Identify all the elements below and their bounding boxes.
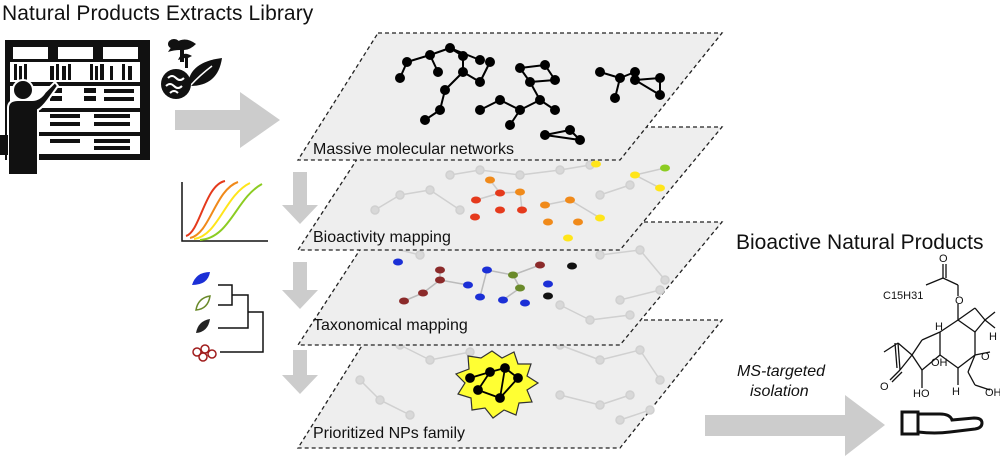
ho-label: HO xyxy=(913,388,930,400)
dose-response-curve-icon xyxy=(181,180,268,242)
highlighted-network xyxy=(465,363,523,403)
highlight-star xyxy=(454,350,540,419)
bioactive-title: Bioactive Natural Products xyxy=(736,231,984,254)
layer-label-prioritized: Prioritized NPs family xyxy=(313,425,466,442)
molecule-structure-icon xyxy=(883,264,996,391)
arrow-right-bottom xyxy=(705,395,885,456)
bacteria-icon xyxy=(161,69,191,99)
h-label: H xyxy=(935,321,943,333)
arrow-down-2 xyxy=(282,262,318,309)
ms-targeted-label: MS-targeted xyxy=(737,363,826,380)
molecular-network xyxy=(395,43,665,145)
h-label-2: H xyxy=(989,331,997,343)
layer-label-bioactivity: Bioactivity mapping xyxy=(313,229,451,246)
faded-network xyxy=(370,160,635,215)
hand-icon xyxy=(900,410,984,436)
taxonomy-tree-icon xyxy=(192,272,264,362)
scientist-at-bookshelf-icon xyxy=(0,40,150,176)
carbonyl-o-label: O xyxy=(939,253,948,265)
arrow-right-top xyxy=(175,92,280,148)
leaf-icon xyxy=(188,58,222,87)
flow-arrows xyxy=(175,92,885,456)
mushroom-icon xyxy=(168,39,196,68)
molecule-labels: C15H31 O O H H OH H O O HO OH xyxy=(880,253,1000,400)
ketone-o-label: O xyxy=(880,381,889,393)
oh-label-2: OH xyxy=(985,387,1000,399)
library-title: Natural Products Extracts Library xyxy=(2,2,314,25)
layer-label-massive: Massive molecular networks xyxy=(313,141,514,158)
taxonomy-nodes xyxy=(393,258,577,307)
ester-o-label: O xyxy=(955,295,964,307)
layer-taxonomy xyxy=(296,221,724,346)
oh-label: OH xyxy=(931,357,948,369)
epoxide-o-label: O xyxy=(981,351,990,363)
arrow-down-1 xyxy=(282,172,318,224)
bioactivity-nodes xyxy=(470,160,670,242)
h-label-3: H xyxy=(952,386,960,398)
isolation-label: isolation xyxy=(750,383,809,400)
arrow-down-3 xyxy=(282,350,318,394)
layer-label-taxonomy: Taxonomical mapping xyxy=(313,317,468,334)
layer-molecular-networks xyxy=(296,32,724,161)
chain-label: C15H31 xyxy=(883,290,923,302)
